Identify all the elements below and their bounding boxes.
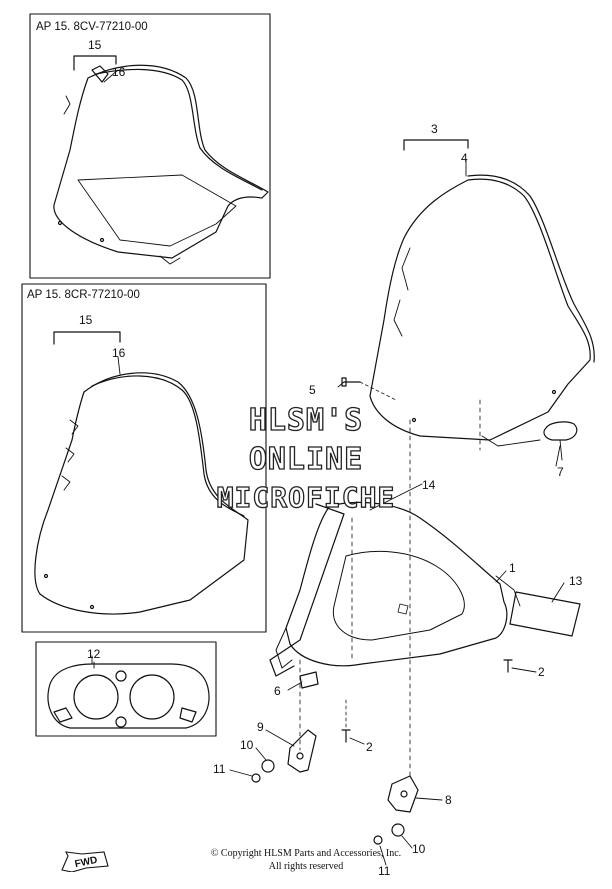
callout-14[interactable]: 14	[422, 478, 436, 492]
callout-11-left[interactable]: 11	[213, 762, 226, 776]
grommet-6	[299, 671, 319, 689]
callout-10-left[interactable]: 10	[240, 738, 254, 752]
callout-12[interactable]: 12	[87, 647, 101, 661]
callout-7[interactable]: 7	[557, 465, 564, 479]
gauge-left	[73, 674, 119, 720]
callout-10-bottom[interactable]: 10	[412, 842, 426, 856]
bracket-15-top	[73, 55, 117, 71]
variant-label-top: AP 15. 8CV-77210-00	[36, 21, 148, 33]
callout-11-bottom[interactable]: 11	[378, 864, 391, 878]
callout-15-top[interactable]: 15	[88, 38, 102, 52]
callout-3[interactable]: 3	[431, 122, 438, 136]
callout-4[interactable]: 4	[461, 151, 468, 165]
screw-2a	[503, 659, 513, 673]
washer-10b	[391, 823, 405, 837]
bracket-3	[403, 139, 469, 151]
watermark-line-2: ONLINE	[248, 442, 364, 477]
callout-15-middle[interactable]: 15	[79, 313, 93, 327]
screw-2b	[341, 729, 351, 743]
windshield-8cr-trim	[91, 375, 245, 517]
windshield-8cv	[53, 64, 269, 259]
callout-1[interactable]: 1	[509, 561, 516, 575]
fwd-label: FWD	[74, 855, 99, 870]
nut-11b	[373, 835, 383, 845]
callout-9[interactable]: 9	[257, 720, 264, 734]
callout-2-right[interactable]: 2	[538, 665, 545, 679]
callout-2-lower[interactable]: 2	[366, 740, 373, 754]
callout-16-top[interactable]: 16	[112, 65, 126, 79]
bracket-9	[287, 729, 317, 773]
cowling-window	[332, 550, 465, 641]
callout-13[interactable]: 13	[569, 574, 583, 588]
windshield-8cr	[34, 372, 249, 615]
watermark-line-1: HLSM'S	[248, 403, 364, 438]
gauge-right	[129, 674, 175, 720]
windshield-8cv-trim	[95, 68, 263, 191]
variant-box-top	[29, 13, 271, 279]
watermark-line-3: MICROFICHE	[216, 481, 396, 514]
windshield-main	[369, 178, 591, 441]
screw-5	[341, 377, 361, 387]
rights-line: All rights reserved	[268, 861, 344, 872]
meter-panel	[47, 663, 210, 729]
callout-6[interactable]: 6	[274, 684, 281, 698]
windshield-8cv-inner	[77, 174, 237, 247]
variant-box-middle	[21, 283, 267, 633]
windshield-8cv-notch	[91, 65, 109, 83]
callout-5[interactable]: 5	[309, 383, 316, 397]
washer-10a	[261, 759, 275, 773]
plate-13	[509, 591, 581, 637]
callout-16-middle[interactable]: 16	[112, 346, 126, 360]
copyright-line: © Copyright HLSM Parts and Accessories, …	[210, 848, 402, 859]
cowling-1	[285, 501, 508, 667]
nut-11a	[251, 773, 261, 783]
callout-8[interactable]: 8	[445, 793, 452, 807]
bracket-15-middle	[53, 331, 121, 345]
nut-7	[543, 421, 578, 441]
fwd-arrow-icon: FWD	[61, 851, 109, 872]
meter-panel-box	[35, 641, 217, 737]
windshield-main-trim	[467, 174, 595, 363]
variant-label-middle: AP 15. 8CR-77210-00	[27, 289, 140, 301]
cowling-strip-14	[269, 503, 345, 677]
bracket-8	[387, 775, 419, 813]
